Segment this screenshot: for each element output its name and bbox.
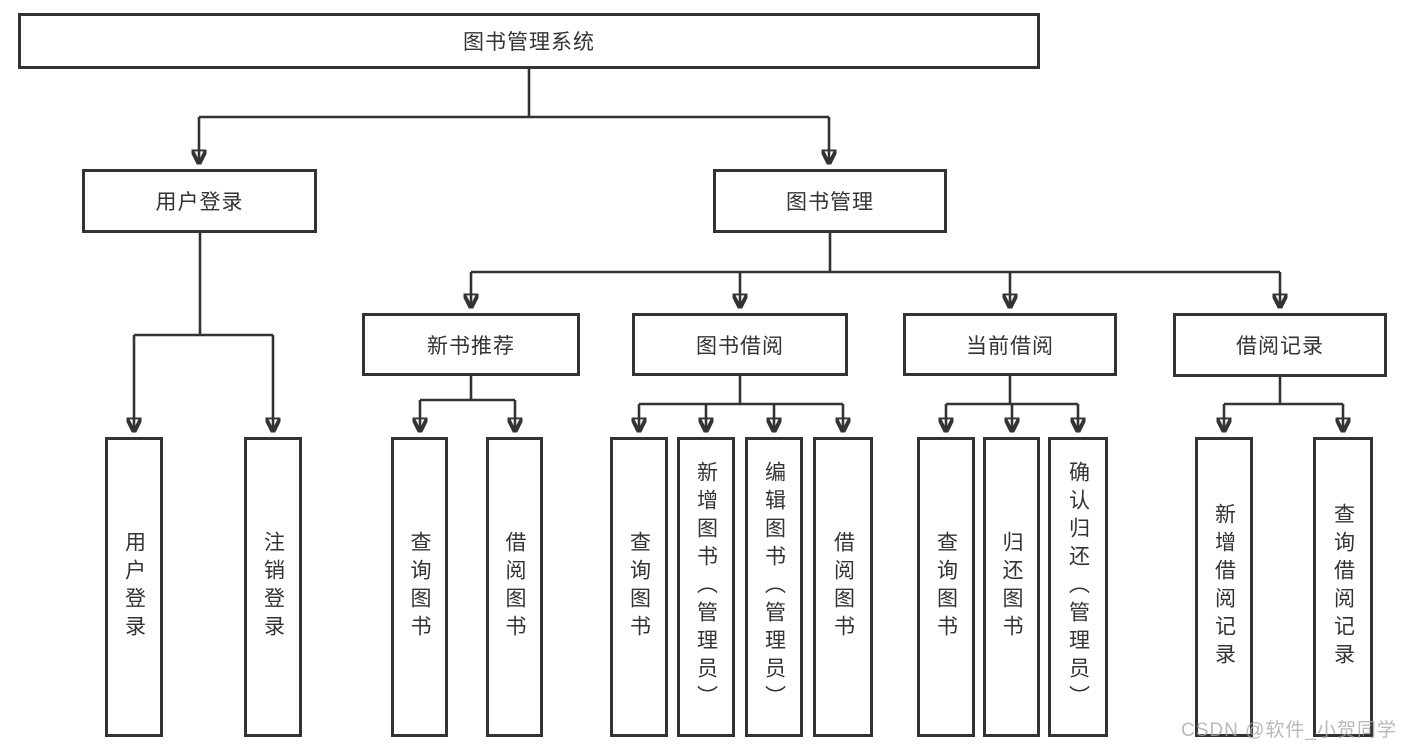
node-label: 图书管理 (786, 191, 874, 214)
node-label: 编辑图书（管理员） (762, 461, 786, 713)
node-current-borrowing: 当前借阅 (903, 313, 1117, 376)
node-label: 借阅图书 (503, 531, 526, 643)
node-new-book-recommend: 新书推荐 (362, 313, 580, 376)
node-book-borrowing: 图书借阅 (632, 313, 848, 376)
node-label: 确认归还（管理员） (1066, 461, 1090, 713)
leaf-query-borrow-record: 查询借阅记录 (1313, 437, 1373, 737)
node-label: 查询借阅记录 (1331, 503, 1355, 671)
node-label: 归还图书 (1000, 531, 1023, 643)
node-borrow-records: 借阅记录 (1173, 313, 1387, 377)
csdn-watermark: CSDN @软件_小贺同学 (1181, 720, 1397, 741)
leaf-query-books-current: 查询图书 (917, 437, 975, 737)
leaf-logout: 注销登录 (244, 437, 302, 737)
node-label: 借阅记录 (1236, 335, 1324, 358)
node-label: 用户登录 (122, 531, 146, 643)
node-book-management: 图书管理 (713, 169, 947, 233)
leaf-query-books-recommend: 查询图书 (391, 437, 448, 737)
leaf-query-books-borrowing: 查询图书 (610, 437, 668, 737)
node-label: 查询图书 (627, 531, 651, 643)
node-library-system: 图书管理系统 (18, 13, 1040, 69)
node-user-login: 用户登录 (82, 169, 317, 233)
leaf-return-books: 归还图书 (983, 437, 1040, 737)
node-label: 注销登录 (261, 531, 285, 643)
leaf-user-login: 用户登录 (105, 437, 163, 737)
node-label: 查询图书 (934, 531, 958, 643)
leaf-borrow-books-recommend: 借阅图书 (486, 437, 543, 737)
node-label: 新书推荐 (427, 334, 515, 358)
node-label: 当前借阅 (966, 334, 1054, 358)
node-label: 图书管理系统 (463, 31, 595, 54)
leaf-borrow-books: 借阅图书 (813, 437, 873, 737)
node-label: 新增图书（管理员） (694, 461, 718, 713)
node-label: 新增借阅记录 (1212, 503, 1236, 671)
node-label: 用户登录 (155, 191, 244, 214)
leaf-add-books-admin: 新增图书（管理员） (677, 437, 735, 737)
node-label: 查询图书 (408, 531, 431, 643)
leaf-edit-books-admin: 编辑图书（管理员） (745, 437, 803, 737)
leaf-confirm-return-admin: 确认归还（管理员） (1048, 437, 1108, 737)
leaf-add-borrow-record: 新增借阅记录 (1195, 437, 1253, 737)
node-label: 图书借阅 (696, 334, 784, 358)
node-label: 借阅图书 (831, 531, 855, 643)
